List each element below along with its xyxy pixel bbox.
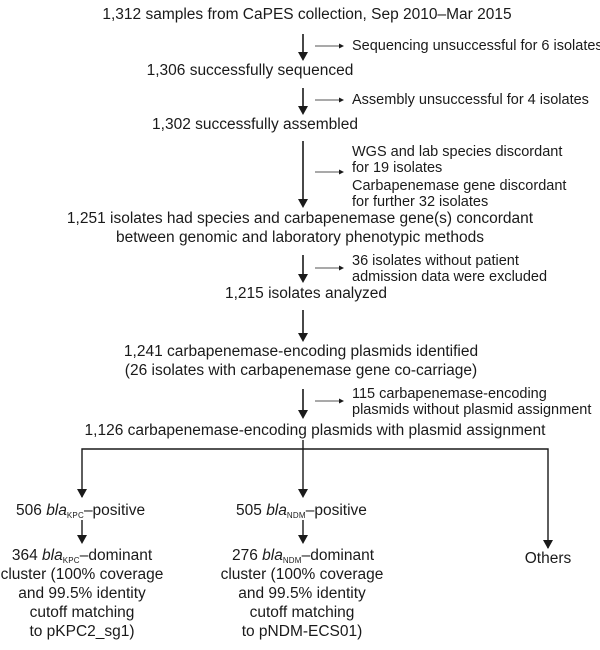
arrow-sequenced-to-assembled [298, 88, 308, 115]
ndm-dominant-title: 276 blaNDM–dominant [232, 547, 374, 570]
exclusion-discordant-line2: for 19 isolates [352, 160, 443, 176]
step-sequenced: 1,306 successfully sequenced [146, 62, 354, 79]
kpc-dominant-title: 364 blaKPC–dominant [12, 547, 152, 570]
ndm-positive-gene: bla [266, 502, 287, 519]
exclusion-discordant-line1: WGS and lab species discordant [352, 144, 563, 160]
branch-others: Others [524, 550, 572, 567]
kpc-dominant-suffix: –dominant [79, 547, 153, 564]
step-concordant-line2: between genomic and laboratory phenotypi… [116, 229, 484, 246]
ndm-dominant-line4: to pNDM-ECS01) [241, 623, 363, 640]
kpc-positive-subscript: KPC [66, 511, 84, 520]
arrow-exclusion-assignment [315, 398, 344, 404]
ndm-dominant-line1: cluster (100% coverage [220, 566, 384, 583]
branch-connector [77, 440, 553, 549]
exclusion-assignment-line2: plasmids without plasmid assignment [352, 402, 592, 418]
exclusion-asm-fail: Assembly unsuccessful for 4 isolates [352, 92, 589, 108]
kpc-positive-gene: bla [46, 502, 67, 519]
kpc-positive-suffix: –positive [83, 502, 146, 519]
ndm-dominant-line3: cutoff matching [249, 604, 355, 621]
step-plasmids-line2: (26 isolates with carbapenemase gene co-… [124, 362, 478, 379]
arrow-plasmids-to-assignment [298, 389, 308, 419]
kpc-positive: 506 blaKPC–positive [16, 502, 145, 525]
exclusion-discordant-line3: Carbapenemase gene discordant [352, 178, 567, 194]
kpc-dominant-line2: and 99.5% identity [18, 585, 146, 602]
arrow-ndm-positive-to-dominant [298, 520, 308, 544]
exclusion-admission-line2: admission data were excluded [352, 269, 548, 285]
ndm-positive: 505 blaNDM–positive [236, 502, 367, 525]
step-concordant-line1: 1,251 isolates had species and carbapene… [66, 210, 534, 227]
arrow-analyzed-to-plasmids [298, 310, 308, 342]
arrow-exclusion-asm [315, 97, 344, 103]
arrow-exclusion-admission [315, 265, 344, 271]
ndm-positive-suffix: –positive [305, 502, 367, 519]
ndm-positive-subscript: NDM [286, 511, 306, 520]
step-plasmid-assignment: 1,126 carbapenemase-encoding plasmids wi… [84, 422, 546, 439]
kpc-dominant-line1: cluster (100% coverage [0, 566, 164, 583]
arrow-kpc-positive-to-dominant [77, 520, 87, 544]
ndm-dominant-gene: bla [262, 547, 283, 564]
ndm-dominant-subscript: NDM [282, 556, 302, 565]
kpc-dominant-subscript: KPC [62, 556, 80, 565]
arrow-assembled-to-concordant [298, 141, 308, 208]
ndm-positive-count: 505 [236, 502, 262, 519]
step-collection: 1,312 samples from CaPES collection, Sep… [102, 6, 512, 23]
ndm-dominant-suffix: –dominant [301, 547, 375, 564]
step-assembled: 1,302 successfully assembled [152, 116, 358, 133]
exclusion-seq-fail: Sequencing unsuccessful for 6 isolates [352, 38, 600, 54]
kpc-dominant-line3: cutoff matching [29, 604, 135, 621]
exclusion-discordant-line4: for further 32 isolates [352, 194, 489, 210]
ndm-dominant-line2: and 99.5% identity [238, 585, 366, 602]
kpc-positive-count: 506 [16, 502, 42, 519]
arrow-exclusion-discordant [315, 169, 344, 175]
step-plasmids-line1: 1,241 carbapenemase-encoding plasmids id… [123, 343, 479, 360]
kpc-dominant-count: 364 [11, 547, 38, 564]
kpc-dominant-gene: bla [42, 547, 63, 564]
kpc-dominant-line4: to pKPC2_sg1) [29, 623, 135, 640]
arrow-collection-to-sequenced [298, 34, 308, 61]
exclusion-assignment-line1: 115 carbapenemase-encoding [352, 386, 547, 402]
arrow-exclusion-seq [315, 43, 344, 49]
ndm-dominant-count: 276 [231, 547, 258, 564]
exclusion-admission-line1: 36 isolates without patient [352, 253, 519, 269]
step-analyzed: 1,215 isolates analyzed [224, 285, 388, 302]
arrow-concordant-to-analyzed [298, 255, 308, 283]
